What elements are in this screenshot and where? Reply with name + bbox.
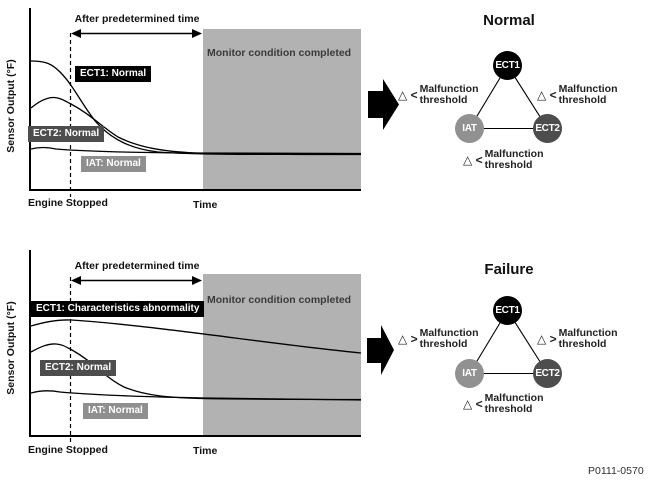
after-predetermined-time-label: After predetermined time bbox=[74, 260, 200, 272]
ect2-series-label: ECT2: Normal bbox=[40, 360, 117, 376]
threshold-label-right: △ > Malfunction threshold bbox=[537, 328, 618, 350]
iat-series-label: IAT: Normal bbox=[81, 156, 146, 172]
threshold-label-left: △ < Malfunction threshold bbox=[398, 84, 479, 106]
delta-comparator-icon: △ < bbox=[398, 87, 418, 102]
node-ect1: ECT1 bbox=[493, 296, 522, 325]
after-predetermined-time-label: After predetermined time bbox=[74, 13, 200, 25]
iat-curve-bottom bbox=[30, 390, 362, 401]
delta-comparator-icon: △ > bbox=[537, 331, 557, 346]
axes-bottom-graph bbox=[29, 250, 361, 437]
threshold-text: Malfunction threshold bbox=[419, 83, 479, 106]
time-axis-label: Time bbox=[193, 445, 218, 457]
delta-comparator-icon: △ < bbox=[463, 152, 483, 167]
monitor-region-bottom bbox=[203, 274, 361, 436]
threshold-label-left: △ > Malfunction threshold bbox=[398, 328, 479, 350]
predetermined-time-arrow-top bbox=[71, 29, 202, 38]
node-ect2: ECT2 bbox=[533, 359, 562, 388]
node-iat: IAT bbox=[455, 114, 484, 143]
ect2-series-label: ECT2: Normal bbox=[28, 126, 105, 142]
engine-stopped-label: Engine Stopped bbox=[28, 444, 108, 456]
result-arrow-top bbox=[368, 79, 399, 130]
result-title-normal: Normal bbox=[483, 12, 535, 29]
iat-curve-top bbox=[30, 146, 362, 155]
threshold-text: Malfunction threshold bbox=[484, 392, 544, 415]
result-title-failure: Failure bbox=[484, 261, 534, 278]
threshold-text: Malfunction threshold bbox=[419, 327, 479, 350]
delta-comparator-icon: △ < bbox=[537, 87, 557, 102]
monitor-condition-label: Monitor condition completed bbox=[207, 294, 352, 306]
threshold-text: Malfunction threshold bbox=[558, 83, 618, 106]
predetermined-time-arrow-bottom bbox=[71, 276, 202, 285]
threshold-text: Malfunction threshold bbox=[484, 148, 544, 171]
node-ect2: ECT2 bbox=[533, 114, 562, 143]
ect1-series-label: ECT1: Characteristics abnormality bbox=[31, 301, 205, 317]
time-axis-label: Time bbox=[193, 199, 218, 211]
y-axis-label: Sensor Output (°F) bbox=[5, 59, 17, 153]
y-axis-label: Sensor Output (°F) bbox=[5, 301, 17, 395]
iat-series-label: IAT: Normal bbox=[83, 403, 148, 419]
monitor-condition-label: Monitor condition completed bbox=[207, 47, 352, 59]
ect1-series-label: ECT1: Normal bbox=[75, 66, 152, 82]
ect2-curve-top bbox=[30, 96, 362, 156]
figure-code: P0111-0570 bbox=[588, 465, 644, 477]
threshold-label-bottom: △ < Malfunction threshold bbox=[463, 149, 544, 171]
threshold-text: Malfunction threshold bbox=[558, 327, 618, 350]
result-arrow-bottom bbox=[367, 325, 394, 375]
threshold-label-right: △ < Malfunction threshold bbox=[537, 84, 618, 106]
engine-stopped-label: Engine Stopped bbox=[28, 197, 108, 209]
ect1-curve-bottom bbox=[30, 319, 362, 354]
axes-top-graph bbox=[29, 8, 361, 191]
monitor-region-top bbox=[203, 29, 361, 190]
delta-comparator-icon: △ > bbox=[398, 331, 418, 346]
node-ect1: ECT1 bbox=[493, 51, 522, 80]
threshold-label-bottom: △ < Malfunction threshold bbox=[463, 393, 544, 415]
delta-comparator-icon: △ < bbox=[463, 396, 483, 411]
node-iat: IAT bbox=[455, 359, 484, 388]
